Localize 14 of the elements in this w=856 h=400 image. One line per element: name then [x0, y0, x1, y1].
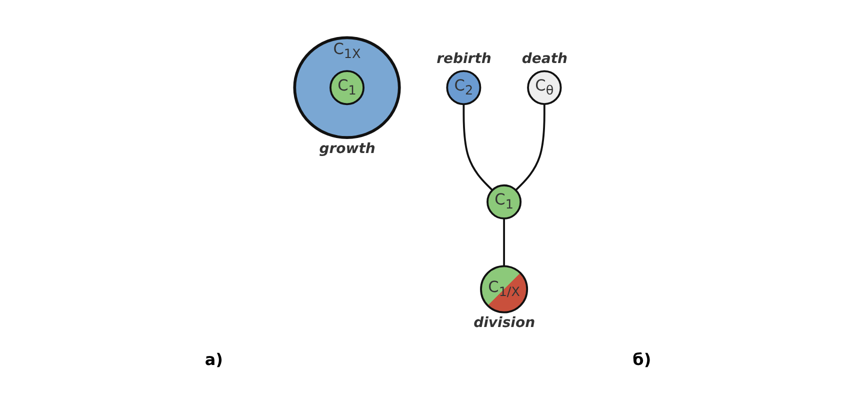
node-caption: division — [474, 315, 536, 332]
node-caption: growth — [319, 140, 376, 157]
node-circle — [330, 70, 365, 106]
node-circle — [446, 70, 482, 106]
connector — [515, 104, 546, 191]
node-caption: rebirth — [436, 51, 492, 68]
node-circle — [480, 265, 528, 314]
node-circle — [486, 184, 522, 220]
node-circle — [527, 70, 562, 105]
connector — [503, 218, 506, 266]
connector — [463, 104, 494, 191]
panel-label: б) — [632, 350, 652, 369]
node-caption: death — [522, 51, 568, 68]
panel-label: а) — [204, 350, 223, 369]
